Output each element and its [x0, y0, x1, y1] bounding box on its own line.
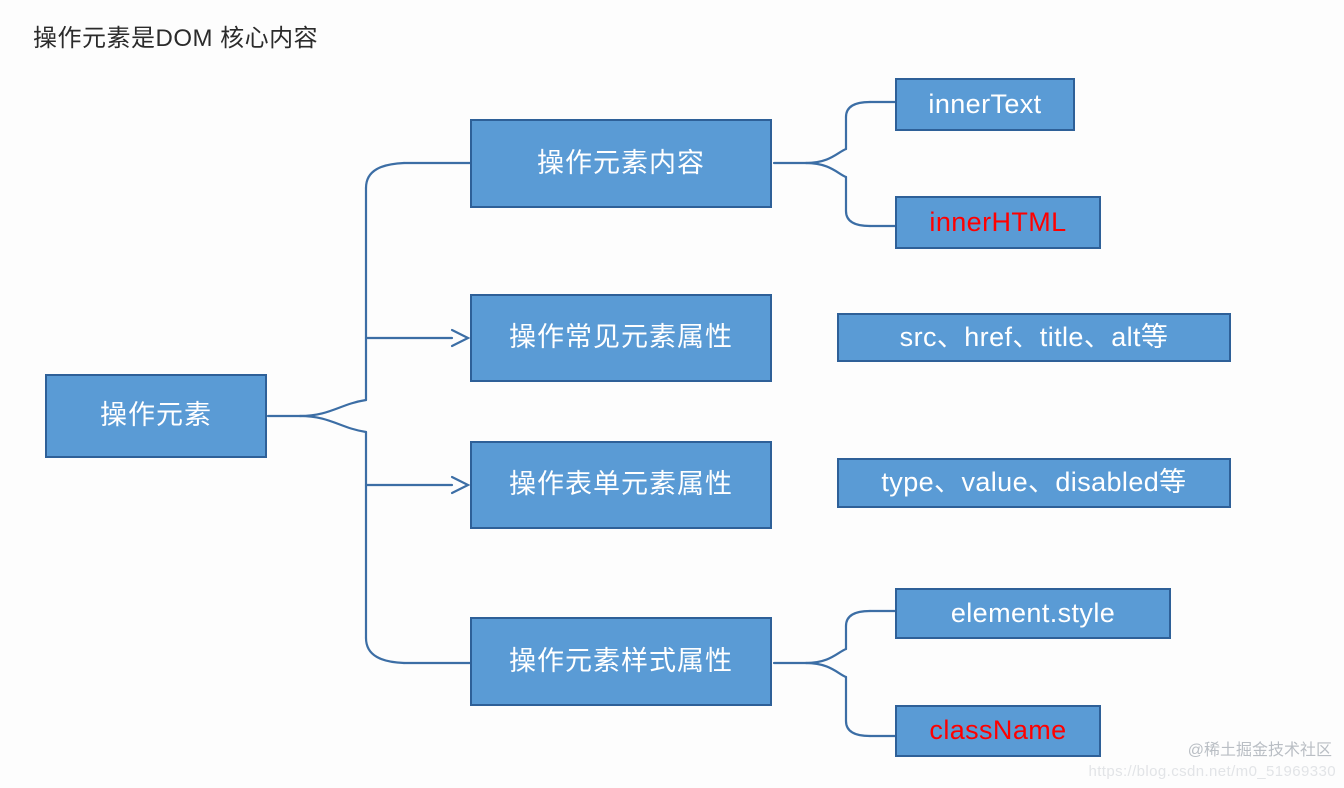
leaf-form-attribute-list[interactable]: type、value、disabled等 — [837, 458, 1231, 508]
node-branch-style-attributes[interactable]: 操作元素样式属性 — [470, 617, 772, 706]
leaf-innerhtml[interactable]: innerHTML — [895, 196, 1101, 249]
source-url-watermark: https://blog.csdn.net/m0_51969330 — [1088, 763, 1336, 780]
root-brace-lower-notch — [298, 414, 368, 434]
style-brace-bottom-elbow — [844, 719, 872, 738]
community-watermark: @稀土掘金技术社区 — [1187, 742, 1332, 759]
leaf-element-style[interactable]: element.style — [895, 588, 1171, 639]
content-brace-bottom-elbow — [844, 209, 872, 228]
content-brace-upper-notch — [804, 147, 848, 165]
leaf-innertext[interactable]: innerText — [895, 78, 1075, 131]
node-root-operate-element[interactable]: 操作元素 — [45, 374, 267, 458]
leaf-classname[interactable]: className — [895, 705, 1101, 757]
branch-3-arrowhead — [450, 475, 471, 495]
leaf-common-attribute-list[interactable]: src、href、title、alt等 — [837, 313, 1231, 362]
style-brace-lower-notch — [804, 661, 848, 679]
root-brace-upper-notch — [298, 398, 368, 418]
page-title: 操作元素是DOM 核心内容 — [33, 25, 319, 52]
content-brace-top-elbow — [844, 100, 872, 119]
style-brace-upper-notch — [804, 647, 848, 665]
root-brace-bottom-elbow — [364, 636, 406, 665]
node-branch-common-attributes[interactable]: 操作常见元素属性 — [470, 294, 772, 382]
style-brace-top-elbow — [844, 609, 872, 628]
content-brace-lower-notch — [804, 161, 848, 179]
branch-2-arrowhead — [450, 328, 471, 348]
root-brace-top-elbow — [364, 161, 406, 190]
node-branch-form-attributes[interactable]: 操作表单元素属性 — [470, 441, 772, 529]
node-branch-element-content[interactable]: 操作元素内容 — [470, 119, 772, 208]
